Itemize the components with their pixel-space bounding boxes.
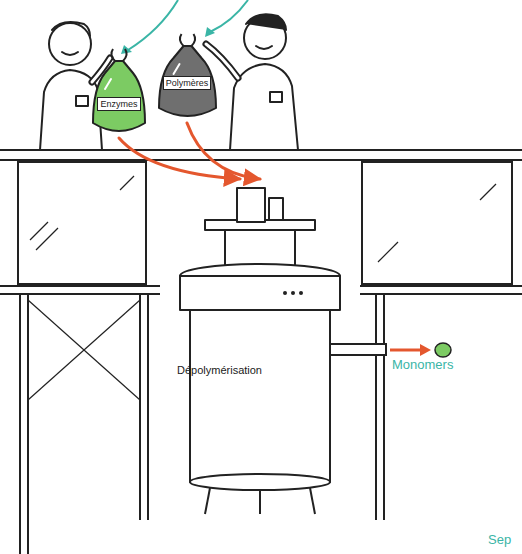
bag-label: Polymères: [163, 76, 212, 90]
bag-outline: [91, 55, 147, 137]
stage-label: Monomers: [392, 357, 453, 372]
platform: [0, 150, 522, 554]
man-head: [49, 23, 91, 65]
feed-arrow: [119, 138, 240, 179]
stage-label: Sep: [488, 532, 511, 547]
input-bag: Polymères: [157, 40, 218, 122]
bag-label: Enzymes: [97, 97, 140, 111]
feed-arrow: [187, 123, 260, 179]
tank-outline: [165, 180, 355, 515]
input-bag: Enzymes: [91, 55, 147, 137]
outlet-pipe: [330, 343, 451, 357]
tank-label: Dépolymérisation: [177, 364, 262, 376]
reactor-tank: Dépolymérisation: [165, 180, 355, 515]
leader-arrow: [128, 0, 248, 50]
